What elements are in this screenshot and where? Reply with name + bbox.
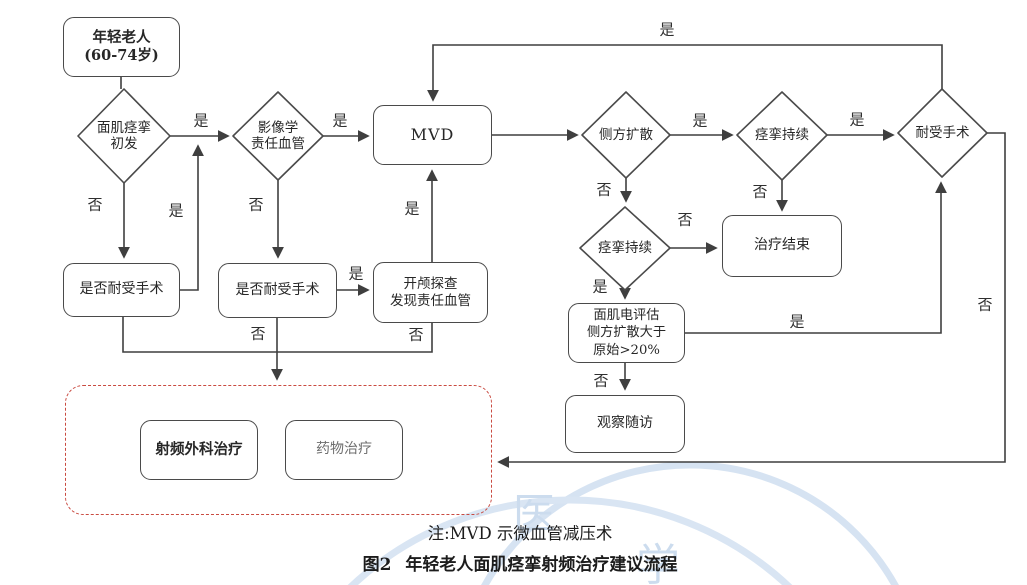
edge-tolerate-no-dashed-zone [497, 132, 1006, 468]
diamond-spasm-persist-top-text: 痉挛持续 [737, 93, 827, 177]
edge-label-no-persist-top: 否 [752, 182, 768, 201]
spasm-persist-top-label: 痉挛持续 [755, 126, 809, 143]
emg-eval-line1: 面肌电评估 [593, 308, 660, 324]
edge-label-yes-tolerate1-up: 是 [168, 201, 184, 220]
tolerate-surgery-1-label: 是否耐受手术 [79, 281, 164, 298]
watermark-char-2: 学 [636, 540, 680, 585]
drug-therapy-node: 药物治疗 [285, 420, 403, 480]
tolerate-surgery-2-node: 是否耐受手术 [218, 263, 337, 318]
edge-label-no-onset: 否 [87, 195, 103, 214]
diamond-tolerate-surgery-text: 耐受手术 [898, 91, 987, 175]
craniotomy-node: 开颅探查 发现责任血管 [373, 262, 488, 323]
diamond-spasm-persist-mid-shape [579, 206, 671, 291]
diamond-imaging-vessel-shape [232, 91, 324, 181]
edge-label-yes-tolerate2-craniotomy: 是 [348, 264, 364, 283]
watermark-circle-2 [347, 496, 793, 585]
edge-label-no-tolerate2: 否 [250, 324, 266, 343]
treatment-end-label: 治疗结束 [754, 237, 810, 254]
watermark-circle-1 [481, 461, 899, 585]
figure-caption: 注:MVD 示微血管减压术 图2 年轻老人面肌痉挛射频治疗建议流程 [180, 520, 860, 575]
observe-followup-label: 观察随访 [597, 415, 653, 432]
diamond-spasm-onset-shape [77, 88, 171, 184]
diamond-lateral-spread-shape [581, 91, 671, 179]
diamond-tolerate-surgery-shape [897, 88, 988, 178]
edge-label-no-tolerate-right: 否 [977, 295, 993, 314]
radiofrequency-treatment-zone [65, 385, 492, 515]
emg-eval-line3: 原始>20% [593, 342, 660, 358]
figure-note: 注:MVD 示微血管减压术 [427, 524, 613, 543]
figure-title-line: 图2 年轻老人面肌痉挛射频治疗建议流程 [180, 550, 860, 575]
spasm-onset-line1: 面肌痉挛 [97, 119, 151, 136]
edge-label-no-imaging: 否 [248, 195, 264, 214]
edge-label-no-emg-observe: 否 [593, 371, 609, 390]
edge-label-yes-persist-mid-emg: 是 [592, 277, 608, 296]
mvd-node: MVD [373, 105, 492, 165]
edge-label-yes-craniotomy-mvd: 是 [404, 199, 420, 218]
diamond-spasm-persist-top-shape [736, 91, 828, 181]
imaging-vessel-line2: 责任血管 [251, 136, 305, 152]
edge-tolerate1-yes-up [180, 144, 204, 291]
edge-label-yes-tolerate-mvd: 是 [659, 20, 675, 39]
edge-label-yes-imaging-mvd: 是 [332, 111, 348, 130]
edge-emg-yes-tolerate [685, 181, 947, 334]
tolerate-surgery-diamond-label: 耐受手术 [915, 124, 970, 141]
edge-label-no-persist-mid: 否 [677, 210, 693, 229]
treatment-end-node: 治疗结束 [722, 215, 842, 277]
spasm-onset-line2: 初发 [110, 136, 138, 152]
rf-surgery-label: 射频外科治疗 [155, 440, 243, 458]
observe-followup-node: 观察随访 [565, 395, 685, 453]
edge-label-no-lateral: 否 [596, 180, 612, 199]
emg-eval-line2: 侧方扩散大于 [586, 325, 667, 341]
start-node: 年轻老人 (60-74岁) [63, 17, 180, 77]
diamond-lateral-spread-text: 侧方扩散 [582, 93, 670, 177]
rf-surgery-node: 射频外科治疗 [140, 420, 258, 480]
edge-label-yes-lateral-persist: 是 [692, 111, 708, 130]
lateral-spread-label: 侧方扩散 [599, 126, 653, 143]
spasm-persist-mid-label: 痉挛持续 [598, 239, 652, 256]
edge-tolerate-yes-back-to-mvd [427, 44, 943, 102]
start-node-line1: 年轻老人 [92, 28, 151, 46]
diamond-imaging-vessel-text: 影像学 责任血管 [233, 92, 323, 180]
tolerate-surgery-1-node: 是否耐受手术 [63, 263, 180, 317]
edge-label-yes-onset-imaging: 是 [193, 111, 209, 130]
emg-eval-node: 面肌电评估 侧方扩散大于 原始>20% [568, 303, 685, 363]
craniotomy-line2: 发现责任血管 [390, 292, 471, 309]
edge-label-yes-emg-tolerate: 是 [789, 312, 805, 331]
edge-label-no-craniotomy: 否 [408, 325, 424, 344]
edge-label-yes-persist-tolerate: 是 [849, 110, 865, 129]
start-node-line2: (60-74岁) [84, 47, 159, 64]
drug-therapy-label: 药物治疗 [316, 441, 372, 458]
diamond-spasm-onset-text: 面肌痉挛 初发 [78, 90, 170, 182]
diamond-spasm-persist-mid-text: 痉挛持续 [580, 206, 670, 290]
watermark-char-1: 医 [513, 489, 555, 538]
imaging-vessel-line1: 影像学 [257, 119, 299, 136]
tolerate-surgery-2-label: 是否耐受手术 [235, 281, 320, 298]
craniotomy-line1: 开颅探查 [403, 275, 458, 292]
mvd-label: MVD [410, 125, 455, 144]
figure-number: 图2 [362, 555, 392, 575]
figure-title: 年轻老人面肌痉挛射频治疗建议流程 [405, 555, 678, 575]
